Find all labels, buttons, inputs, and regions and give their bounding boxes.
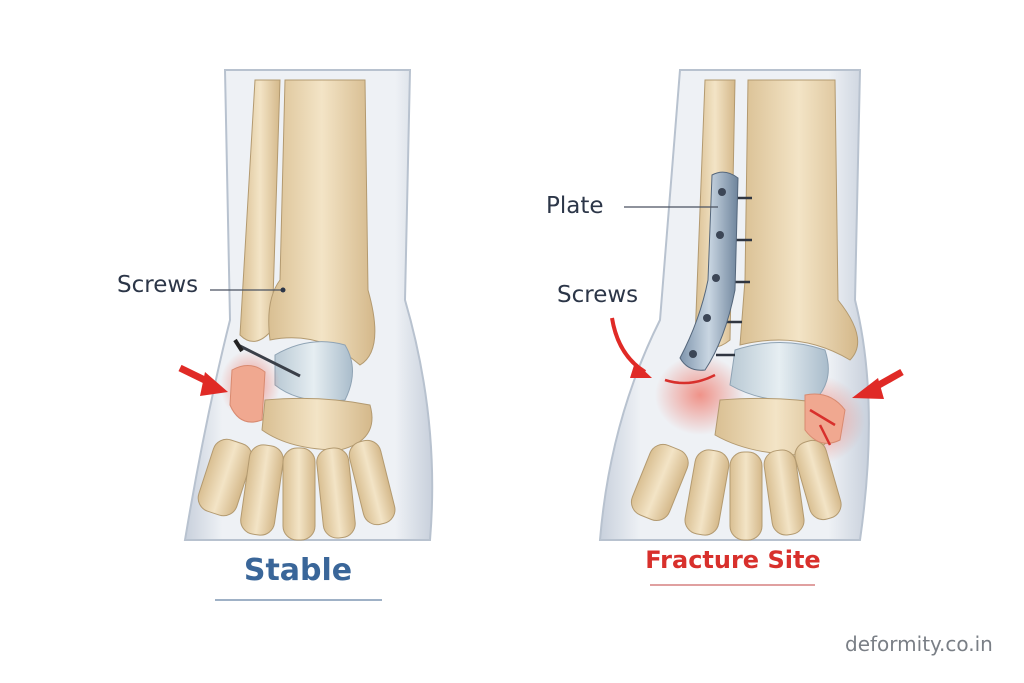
talus xyxy=(729,342,829,402)
stable-caption: Stable xyxy=(243,553,353,588)
plate-label: Plate xyxy=(546,193,604,219)
watermark: deformity.co.in xyxy=(845,632,993,656)
screws-label-right: Screws xyxy=(557,282,639,308)
tibia xyxy=(268,79,376,366)
right-ankle xyxy=(598,69,904,541)
plate xyxy=(679,171,739,371)
screws-label-left: Screws xyxy=(117,272,199,298)
tibia xyxy=(739,79,859,361)
screw xyxy=(237,343,301,378)
fracture-site-caption: Fracture Site xyxy=(645,546,821,574)
talus xyxy=(274,341,353,402)
left-ankle xyxy=(178,69,434,541)
